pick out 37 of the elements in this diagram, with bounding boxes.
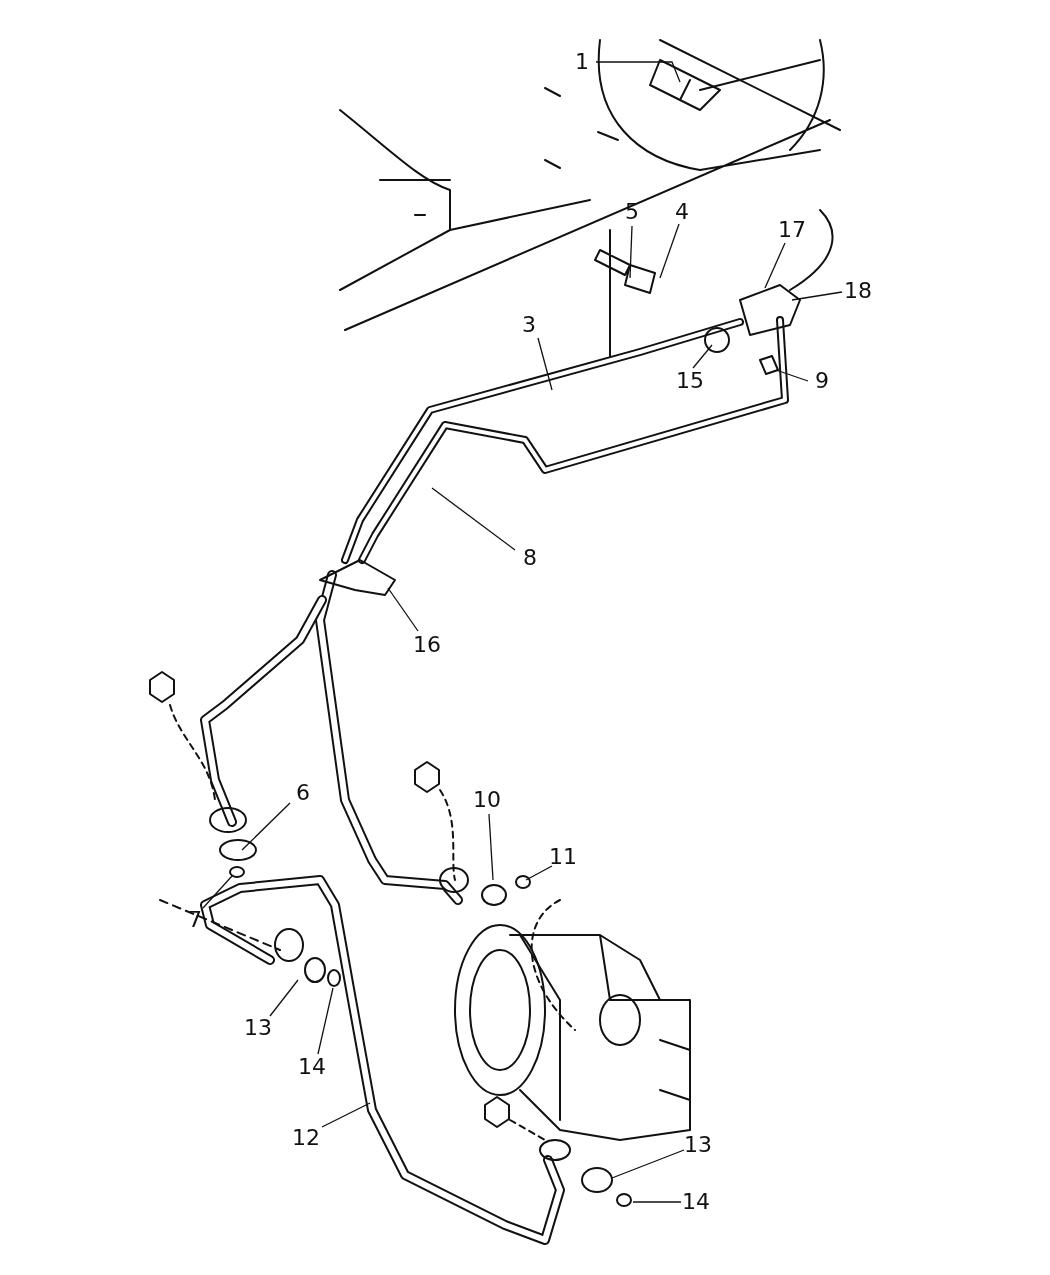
callout-number: 8: [523, 547, 537, 569]
leader-line: [632, 1201, 682, 1203]
leader-line: [764, 242, 786, 289]
callout-number: 18: [844, 280, 872, 302]
callout-number: 7: [188, 909, 202, 931]
callout-number: 14: [682, 1191, 710, 1213]
leader-line: [629, 225, 633, 279]
callout-number: 9: [815, 370, 829, 392]
leader-line: [659, 223, 680, 279]
callout-number: 13: [684, 1134, 712, 1156]
callout-number: 1: [575, 51, 589, 73]
leader-line: [525, 865, 553, 881]
leader-line: [317, 987, 334, 1055]
callout-number: 17: [778, 219, 806, 241]
callout-number: 10: [473, 789, 501, 811]
callout-number: 16: [413, 634, 441, 656]
callout-number: 4: [675, 201, 689, 223]
callout-number: 6: [296, 782, 310, 804]
callout-number: 11: [549, 846, 577, 868]
leader-line: [692, 344, 713, 369]
leader-line: [488, 813, 494, 881]
leader-line: [775, 369, 809, 382]
callout-number: 14: [298, 1056, 326, 1078]
leader-line: [387, 587, 419, 632]
callout-number: 3: [522, 314, 536, 336]
leader-line: [537, 337, 553, 391]
callout-number: 12: [292, 1127, 320, 1149]
leader-line: [791, 291, 843, 301]
leader-line: [241, 802, 291, 851]
leader-line: [269, 979, 299, 1017]
leader-line: [611, 1149, 685, 1179]
leader-line: [321, 1102, 371, 1128]
leader-line: [202, 875, 233, 909]
callout-number: 15: [676, 370, 704, 392]
leader-line: [431, 487, 516, 551]
callout-number: 13: [244, 1017, 272, 1039]
leader-line: [595, 61, 681, 83]
